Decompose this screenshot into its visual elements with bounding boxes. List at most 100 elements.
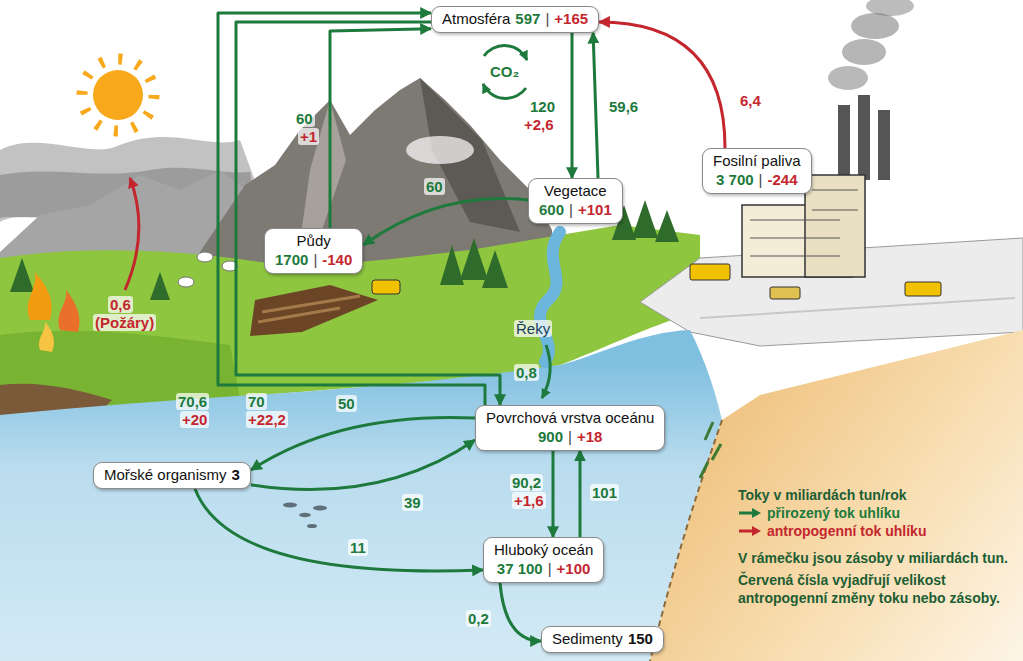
fish	[283, 503, 327, 529]
legend-text: antropogenní tok uhlíku	[767, 522, 926, 540]
river	[540, 232, 560, 362]
flux-arrow	[251, 440, 475, 490]
stock-box: Sedimenty 150	[541, 626, 664, 653]
smoke	[851, 13, 899, 39]
stock-box: Atmosféra597|+165	[431, 6, 599, 33]
legend: Toky v miliardách tun/rokpřirozený tok u…	[738, 486, 1010, 607]
flux-value: 120	[528, 98, 557, 115]
flux-arrow	[500, 583, 541, 642]
fish	[283, 503, 297, 508]
flux-value: 59,6	[607, 98, 640, 115]
trees	[10, 200, 679, 300]
separator: |	[548, 560, 552, 577]
legend-arrow	[738, 525, 762, 537]
flux-arrow	[195, 489, 483, 571]
box-line: Povrchová vrstva oceánu	[486, 409, 654, 428]
stock-name: Půdy	[297, 232, 331, 249]
river-flux-arrow	[542, 345, 550, 398]
stock-box: Fosilní paliva3 700 |-244	[702, 148, 812, 194]
co2-cycle-arrow	[484, 46, 527, 60]
soil-furrows	[258, 296, 360, 322]
truck	[905, 282, 941, 296]
stock-amount: 3	[232, 466, 240, 483]
haze	[406, 136, 474, 164]
soil	[250, 285, 378, 336]
smoke	[828, 66, 868, 90]
box-line: Hluboký oceán	[494, 541, 593, 560]
annotation: CO₂	[488, 63, 521, 80]
co2-cycle-arrow	[483, 84, 526, 98]
chimney	[838, 105, 850, 180]
stock-amount: 150	[628, 630, 653, 647]
sheep	[178, 252, 238, 287]
fire-emission-arrow	[125, 178, 139, 290]
annotation: +1	[298, 128, 319, 145]
annotation: Řeky	[514, 320, 552, 337]
stock-name: Povrchová vrstva oceánu	[486, 409, 654, 426]
truck	[690, 264, 730, 280]
stock-box: Hluboký oceán37 100 | +100	[483, 537, 604, 583]
flux-arrow	[330, 29, 431, 228]
box-line: Vegetace	[539, 182, 612, 201]
sun	[82, 59, 154, 131]
flux-value: 60	[294, 110, 315, 127]
fish	[313, 506, 327, 511]
factory	[742, 0, 914, 277]
tree	[460, 238, 488, 280]
box-line: 37 100 | +100	[494, 560, 593, 579]
stock-amount: 3 700	[716, 171, 754, 188]
flux-value: 101	[590, 484, 619, 501]
stock-change: +100	[557, 560, 591, 577]
legend-arrow-head	[752, 508, 761, 518]
legend-arrow-head	[752, 526, 761, 536]
annotation: (Požáry)	[93, 314, 156, 331]
stock-change: -140	[322, 251, 352, 268]
flux-value: 90,2	[510, 474, 543, 491]
tree	[150, 272, 170, 300]
flame	[28, 272, 52, 320]
car	[770, 287, 800, 299]
forest-fire	[28, 272, 80, 352]
road	[700, 298, 1015, 318]
stock-box: Půdy 1700|-140	[264, 228, 363, 274]
legend-arrow-shaft	[739, 512, 754, 515]
chimney	[858, 95, 870, 180]
stock-amount: 37 100	[497, 560, 543, 577]
separator: |	[545, 10, 549, 27]
annotation: +20	[180, 411, 209, 428]
stock-amount: 1700	[275, 251, 308, 268]
separator: |	[759, 171, 763, 188]
seaweed	[700, 422, 721, 478]
sun-disc	[93, 70, 143, 120]
stock-change: -244	[767, 171, 797, 188]
stock-amount: 900	[538, 428, 563, 445]
windows	[750, 190, 858, 256]
fish	[307, 524, 317, 528]
flux-arrow	[236, 22, 500, 405]
legend-arrow-shaft	[739, 530, 754, 533]
flux-value: 70,6	[176, 393, 209, 410]
box-line: Fosilní paliva	[713, 152, 801, 171]
box-line: 3 700 |-244	[713, 171, 801, 190]
box-line: Atmosféra597|+165	[442, 10, 588, 29]
stock-name: Vegetace	[544, 182, 607, 199]
legend-item: antropogenní tok uhlíku	[738, 522, 1010, 540]
stock-amount: 600	[539, 201, 564, 218]
box-line: Sedimenty 150	[552, 630, 653, 649]
flux-arrow	[363, 198, 528, 245]
box-line: 1700|-140	[275, 251, 352, 270]
sheep	[197, 252, 213, 262]
seabed	[650, 330, 1023, 661]
stock-change: +18	[577, 428, 602, 445]
flux-arrow	[218, 13, 485, 405]
flux-value: 6,4	[738, 92, 763, 109]
stock-name: Atmosféra	[442, 10, 510, 27]
tree	[632, 200, 658, 238]
mountain	[200, 78, 552, 266]
stock-name: Sedimenty	[552, 630, 623, 647]
sheep	[178, 277, 194, 287]
annotation: +2,6	[522, 116, 556, 133]
separator: |	[568, 428, 572, 445]
